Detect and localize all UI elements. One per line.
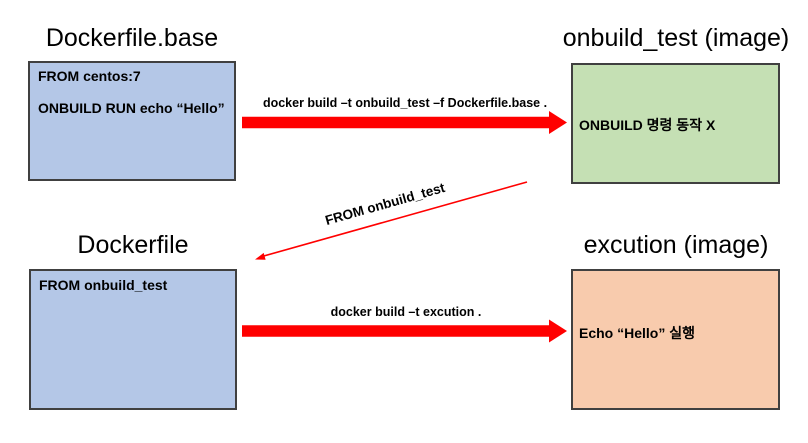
arrow-build-onbuild-test-icon xyxy=(242,111,567,134)
onbuild-test-note: ONBUILD 명령 동작 X xyxy=(579,117,716,133)
node-box-dockerfile: FROM onbuild_test xyxy=(29,269,237,410)
node-title-dockerfile-base: Dockerfile.base xyxy=(45,24,219,52)
excution-note: Echo “Hello” 실행 xyxy=(579,325,695,341)
dockerfile-base-instruction-onbuild: ONBUILD RUN echo “Hello” xyxy=(38,100,225,116)
node-box-dockerfile-base: FROM centos:7 ONBUILD RUN echo “Hello” xyxy=(28,61,236,181)
node-box-onbuild-test-image: ONBUILD 명령 동작 X xyxy=(571,63,780,184)
arrow-build-excution-icon xyxy=(242,319,567,343)
node-title-onbuild-test-image: onbuild_test (image) xyxy=(562,24,790,52)
dockerfile-base-instruction-from: FROM centos:7 xyxy=(38,68,141,84)
arrow-label-build-excution: docker build –t excution . xyxy=(330,305,482,319)
arrow-label-build-onbuild-test: docker build –t onbuild_test –f Dockerfi… xyxy=(262,96,548,110)
node-title-excution-image: excution (image) xyxy=(583,231,769,259)
arrow-from-onbuild-test-icon xyxy=(255,181,528,260)
node-box-excution-image: Echo “Hello” 실행 xyxy=(571,269,780,410)
node-title-dockerfile: Dockerfile xyxy=(77,231,189,259)
dockerfile-instruction-from: FROM onbuild_test xyxy=(39,277,168,293)
